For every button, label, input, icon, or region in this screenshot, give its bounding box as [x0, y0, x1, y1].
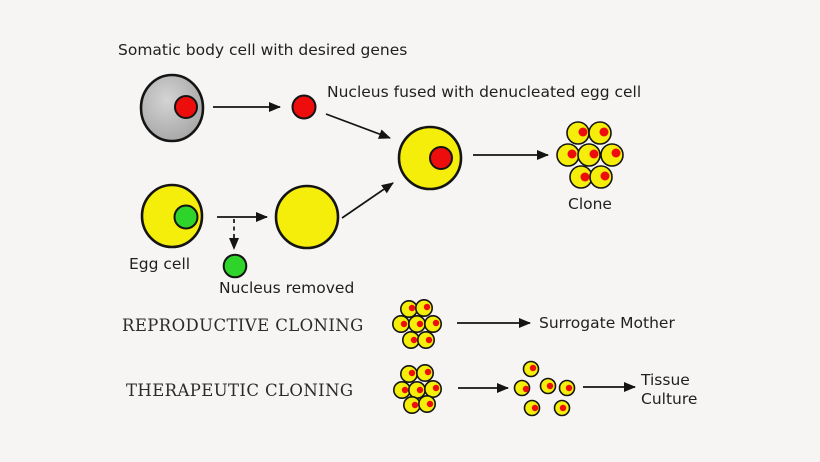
dispersed-cells-nucleus-dot — [546, 382, 554, 390]
therapeutic-embryo-cluster-nucleus-dot — [408, 369, 416, 377]
clone-cluster-nucleus-dot — [580, 172, 590, 182]
reproductive-embryo-cluster-nucleus-dot — [432, 319, 440, 327]
clone-cluster-nucleus-dot — [578, 127, 588, 137]
nucleus-fused-label: Nucleus fused with denucleated egg cell — [327, 83, 641, 101]
tissue-culture-label-line1: Tissue — [640, 371, 690, 389]
clone-cluster-cell — [577, 143, 601, 167]
clone-cluster-nucleus-dot — [600, 171, 610, 181]
reproductive-embryo-cluster-nucleus-dot — [416, 320, 424, 328]
dispersed-cells-nucleus-dot — [529, 364, 537, 372]
labels-layer: Somatic body cell with desired genes Nuc… — [118, 41, 697, 408]
somatic-body-cell-nucleus — [174, 95, 198, 119]
clone-cluster-nucleus-dot — [567, 149, 577, 159]
reproductive-embryo-cluster-nucleus-dot — [408, 304, 416, 312]
therapeutic-embryo-cluster-nucleus-dot — [426, 400, 434, 408]
clone-label: Clone — [568, 195, 612, 213]
dispersed-cells-nucleus-dot — [565, 384, 573, 392]
therapeutic-embryo-cluster-nucleus-dot — [424, 368, 432, 376]
therapeutic-embryo-cluster-nucleus-dot — [401, 386, 409, 394]
arrow-denucleated-to-fused — [341, 182, 394, 219]
therapeutic-embryo-cluster-nucleus-dot — [432, 384, 440, 392]
surrogate-mother-label: Surrogate Mother — [539, 314, 675, 332]
egg-cell-nucleus — [173, 204, 199, 230]
nucleus-removed-label: Nucleus removed — [219, 279, 354, 297]
egg-cell — [140, 183, 204, 249]
dispersed-cells-nucleus-dot — [559, 404, 567, 412]
denucleated-egg-cell — [274, 184, 340, 250]
egg-cell-label: Egg cell — [129, 255, 190, 273]
reproductive-embryo-cluster-nucleus-dot — [410, 336, 418, 344]
fused-cell-nucleus — [429, 146, 453, 170]
reproductive-embryo-cluster-nucleus-dot — [423, 303, 431, 311]
reproductive-embryo-cluster-nucleus-dot — [400, 320, 408, 328]
cells-and-arrows-layer — [139, 73, 636, 417]
donor-nucleus — [291, 94, 317, 120]
reproductive-embryo-cluster-nucleus-dot — [425, 336, 433, 344]
therapeutic-cloning-heading: THERAPEUTIC CLONING — [126, 381, 354, 400]
therapeutic-embryo-cluster-nucleus-dot — [411, 401, 419, 409]
dispersed-cells-nucleus-dot — [531, 404, 539, 412]
clone-cluster-nucleus-dot — [611, 148, 621, 158]
clone-cluster-nucleus-dot — [589, 149, 599, 159]
arrow-nucleus-to-fused — [325, 113, 391, 139]
removed-nucleus — [222, 253, 248, 279]
reproductive-cloning-heading: REPRODUCTIVE CLONING — [122, 316, 364, 335]
tissue-culture-label-line2: Culture — [641, 390, 697, 408]
somatic-body-cell — [139, 73, 205, 143]
therapeutic-embryo-cluster-nucleus-dot — [416, 386, 424, 394]
clone-cluster-nucleus-dot — [599, 127, 609, 137]
dispersed-cells-nucleus-dot — [522, 385, 530, 393]
somatic-cell-label: Somatic body cell with desired genes — [118, 41, 407, 59]
